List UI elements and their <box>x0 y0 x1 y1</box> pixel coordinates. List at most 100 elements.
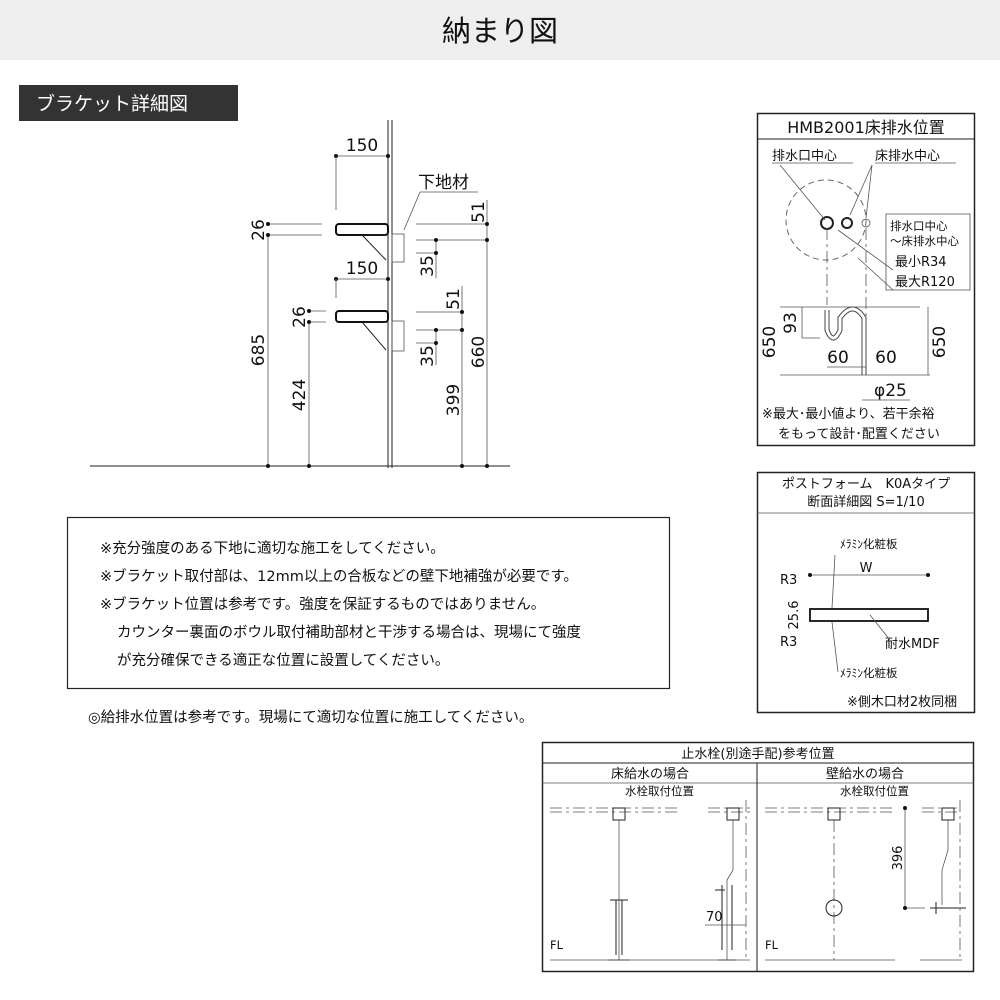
max-radius: 最大R120 <box>895 275 955 290</box>
dim-lower-depth: 150 <box>346 259 378 279</box>
note-line: ※ブラケット位置は参考です。強度を保証するものではありません。 <box>100 595 545 613</box>
note-line: が充分確保できる適正な位置に設置してください。 <box>117 651 449 669</box>
drawing-line <box>307 464 311 468</box>
lower-counter <box>335 310 389 323</box>
drain-note-1: ※最大･最小値より、若干余裕 <box>762 406 935 422</box>
drawing-line <box>831 554 891 673</box>
bracket-detail-diagram: 下地材 150 150 26 685 26 424 51 35 51 35 66… <box>90 120 510 468</box>
dim-upper-depth: 150 <box>346 136 378 156</box>
drawing-line <box>608 899 630 961</box>
header-band <box>0 0 1000 60</box>
section-label: ブラケット詳細図 <box>36 92 188 115</box>
drawing-label: 70 <box>706 910 723 925</box>
drawing-line <box>726 820 734 960</box>
notes-box <box>66 516 671 690</box>
dim-650-right: 650 <box>930 326 950 358</box>
postform-section-panel: ポストフォーム K0Aタイプ 断面詳細図 S=1/10 ﾒﾗﾐﾝ化粧板 W R3… <box>756 471 976 714</box>
max-radius-circle <box>785 179 867 261</box>
dim-93: 93 <box>781 312 801 334</box>
drawing-line <box>841 217 853 229</box>
backing-callout-leader <box>403 191 478 231</box>
drawing-line <box>926 573 930 577</box>
drawing-label: ポストフォーム K0Aタイプ <box>782 477 950 492</box>
drawing-label: ﾒﾗﾐﾝ化粧板 <box>840 537 898 551</box>
drawing-line <box>266 464 270 468</box>
drawing-label: 25.6 <box>787 601 802 630</box>
drawing-label: 耐水MDF <box>885 637 940 652</box>
drawing-line <box>460 310 464 314</box>
lower-bracket <box>361 321 387 351</box>
drain-note-2: をもって設計･配置ください <box>778 426 940 442</box>
drawing-line <box>307 309 311 313</box>
drawing-line <box>266 233 270 237</box>
dim-phi25: φ25 <box>874 381 907 401</box>
drawing-line <box>941 820 949 905</box>
section-label-box <box>19 85 238 121</box>
page-title: 納まり図 <box>442 14 558 48</box>
plumbing-note: ◎給排水位置は参考です。現場にて適切な位置に施工してください。 <box>88 708 533 726</box>
note-line: ※ブラケット取付部は、12mm以上の合板などの壁下地補強が必要です。 <box>100 567 578 585</box>
drawing-line <box>434 341 438 345</box>
dim-650-left: 650 <box>760 326 780 358</box>
drawing-line <box>756 471 976 714</box>
dim-upper-35: 35 <box>418 255 438 277</box>
drawing-line <box>460 328 464 332</box>
stop-valve-panel: 止水栓(別途手配)参考位置 床給水の場合 壁給水の場合 水栓取付位置 70 FL… <box>541 741 975 973</box>
drawing-line <box>885 213 971 291</box>
drawing-line <box>837 229 894 291</box>
drawing-line <box>386 154 390 158</box>
drawing-line <box>825 307 866 375</box>
floor-supply-heading: 床給水の場合 <box>611 767 689 782</box>
label-outlet-center: 排水口中心 <box>772 149 837 164</box>
drawing-label: FL <box>550 938 564 952</box>
drain-title: HMB2001床排水位置 <box>787 118 945 137</box>
drawing-line <box>779 164 873 221</box>
dim-upper-thickness: 26 <box>249 219 269 241</box>
drawing-line <box>541 741 975 973</box>
dim-lower-35: 35 <box>418 345 438 367</box>
drawing-line <box>434 251 438 255</box>
drawing-label: R3 <box>780 635 797 650</box>
lower-backing <box>391 320 405 352</box>
drawing-label: 396 <box>891 846 906 871</box>
upper-bracket <box>361 234 387 261</box>
label-floor-drain-center: 床排水中心 <box>875 149 940 164</box>
dim-upper-51: 51 <box>469 201 489 223</box>
drawing-label: R3 <box>780 573 797 588</box>
floor-drain-panel: HMB2001床排水位置 排水口中心 床排水中心 排水口中心 ～床排水中心 最小… <box>756 112 976 447</box>
backing-callout: 下地材 <box>418 173 469 193</box>
drawing-label: ﾒﾗﾐﾝ化粧板 <box>840 666 898 680</box>
drawing-line <box>485 238 489 242</box>
dim-lower-height: 424 <box>290 379 310 411</box>
upper-backing <box>391 233 405 263</box>
drawing-label: 水栓取付位置 <box>625 784 694 798</box>
drawing-label: 断面詳細図 S=1/10 <box>807 494 924 510</box>
drawing-line <box>386 277 390 281</box>
dim-60-right: 60 <box>875 348 897 368</box>
dim-upper-height: 685 <box>249 334 269 366</box>
dim-lower-thickness: 26 <box>290 306 310 328</box>
note-line: カウンター裏面のボウル取付補助部材と干渉する場合は、現場にて強度 <box>117 623 581 641</box>
drawing-line <box>266 222 270 226</box>
note-line: ※充分強度のある下地に適切な施工をしてください。 <box>100 539 445 557</box>
drawing-label: 排水口中心 <box>890 219 948 233</box>
drawing-label: FL <box>765 938 779 952</box>
drawing-line <box>903 806 907 810</box>
drawing-label: 水栓取付位置 <box>840 784 909 798</box>
drawing-line <box>460 464 464 468</box>
drawing-line <box>434 238 438 242</box>
drawing-label: W <box>860 561 873 576</box>
drawing-line <box>808 573 812 577</box>
drawing-line <box>434 328 438 332</box>
drawing-line <box>861 218 871 228</box>
drawing-line <box>825 899 843 917</box>
dim-60-left: 60 <box>827 348 849 368</box>
min-radius: 最小R34 <box>895 255 947 270</box>
drawing-label: ※側木口材2枚同梱 <box>847 695 957 710</box>
drawing-line <box>715 885 736 961</box>
drawing-line <box>903 906 907 910</box>
drawing-line <box>485 464 489 468</box>
drawing-label: 止水栓(別途手配)参考位置 <box>681 746 834 762</box>
countertop-section <box>809 608 929 622</box>
